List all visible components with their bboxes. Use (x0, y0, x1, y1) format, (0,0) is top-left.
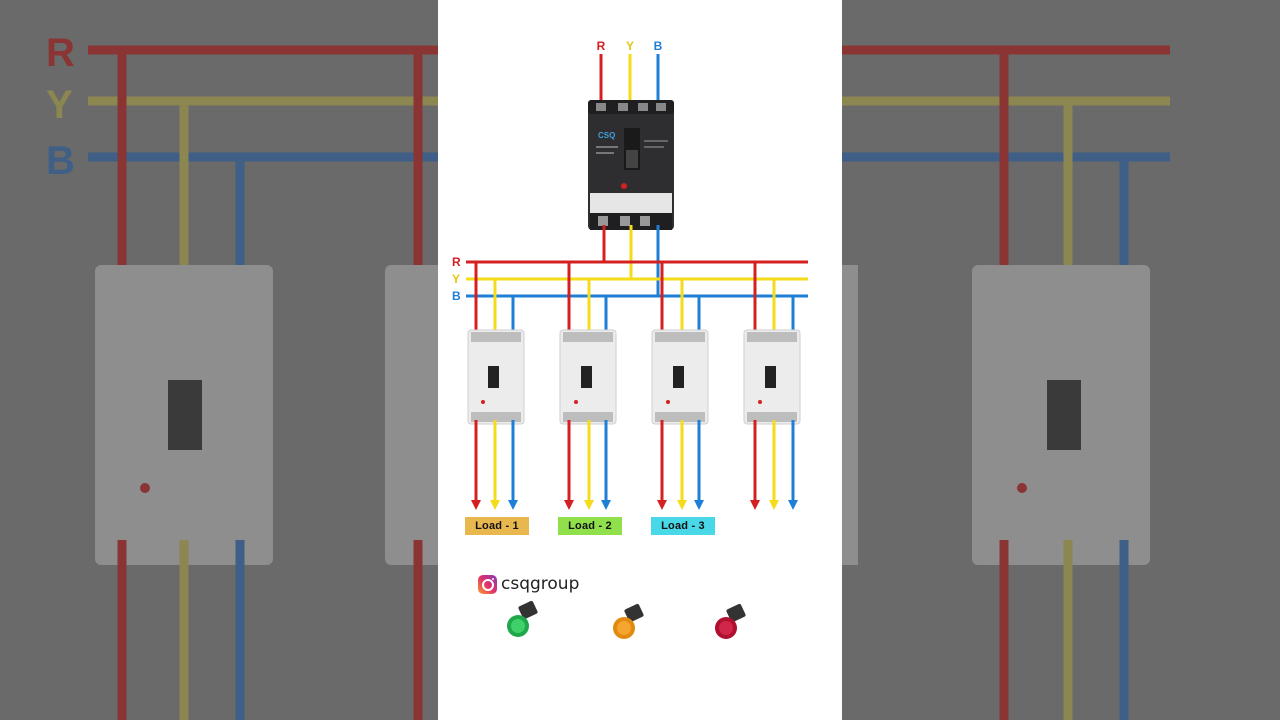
background-right-diagram (842, 45, 1170, 720)
background-left-diagram: R Y B (46, 31, 438, 720)
load-3-tag: Load - 3 (651, 517, 715, 535)
social-handle[interactable]: csqgroup (478, 574, 579, 594)
branch-mccb-3 (651, 262, 709, 510)
background-right (842, 0, 1280, 720)
green-lamp-icon (507, 600, 538, 637)
main-mccb-brand: CSQ (598, 131, 615, 140)
wiring-diagram: R Y B CSQ (452, 39, 808, 639)
branch-mccb-2 (559, 262, 617, 510)
branch-mccb-1 (467, 262, 525, 510)
wiring-diagram-panel: R Y B CSQ (438, 0, 842, 720)
bus-b-label: B (452, 289, 461, 303)
background-r-label: R (46, 31, 75, 75)
load-1-tag: Load - 1 (465, 517, 529, 535)
load-2-tag: Load - 2 (558, 517, 622, 535)
background-b-label: B (46, 139, 75, 183)
background-left: R Y B (0, 0, 438, 720)
supply-b-label: B (654, 39, 663, 53)
bus-y-label: Y (452, 272, 460, 286)
supply-y-label: Y (626, 39, 634, 53)
main-mccb: CSQ (588, 100, 674, 230)
instagram-icon (478, 574, 497, 594)
amber-lamp-icon (613, 603, 644, 639)
branch-mccb-4 (743, 262, 801, 510)
background-y-label: Y (46, 83, 73, 127)
red-lamp-icon (715, 603, 746, 639)
social-handle-text: csqgroup (501, 574, 580, 594)
bus-r-label: R (452, 255, 461, 269)
supply-r-label: R (597, 39, 606, 53)
